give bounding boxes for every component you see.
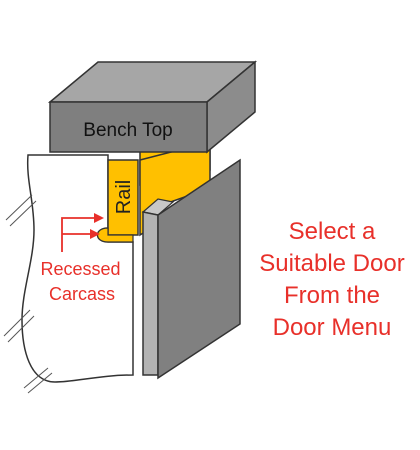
rail-label: Rail [113,180,135,214]
recessed-carcass-line-1: Recessed [40,259,120,279]
rail-front-face [107,159,139,236]
break-lines [3,194,53,394]
door-edge [142,211,159,376]
recessed-carcass-line-2: Carcass [49,284,115,304]
recess-arrow [61,213,104,252]
bench-top-label: Bench Top [83,120,172,141]
door-instruction: Select a Suitable Door From the Door Men… [248,216,416,344]
recess-notch [96,227,134,243]
instruction-line-4: Door Menu [272,314,392,341]
instruction-line-2: Suitable Door [259,250,405,277]
door-front-face [157,158,241,380]
instruction-line-3: From the [283,282,381,309]
recessed-carcass-label: Recessed Carcass [40,259,125,304]
instruction-line-1: Select a [288,218,376,245]
bench-top-front-face [49,101,208,153]
